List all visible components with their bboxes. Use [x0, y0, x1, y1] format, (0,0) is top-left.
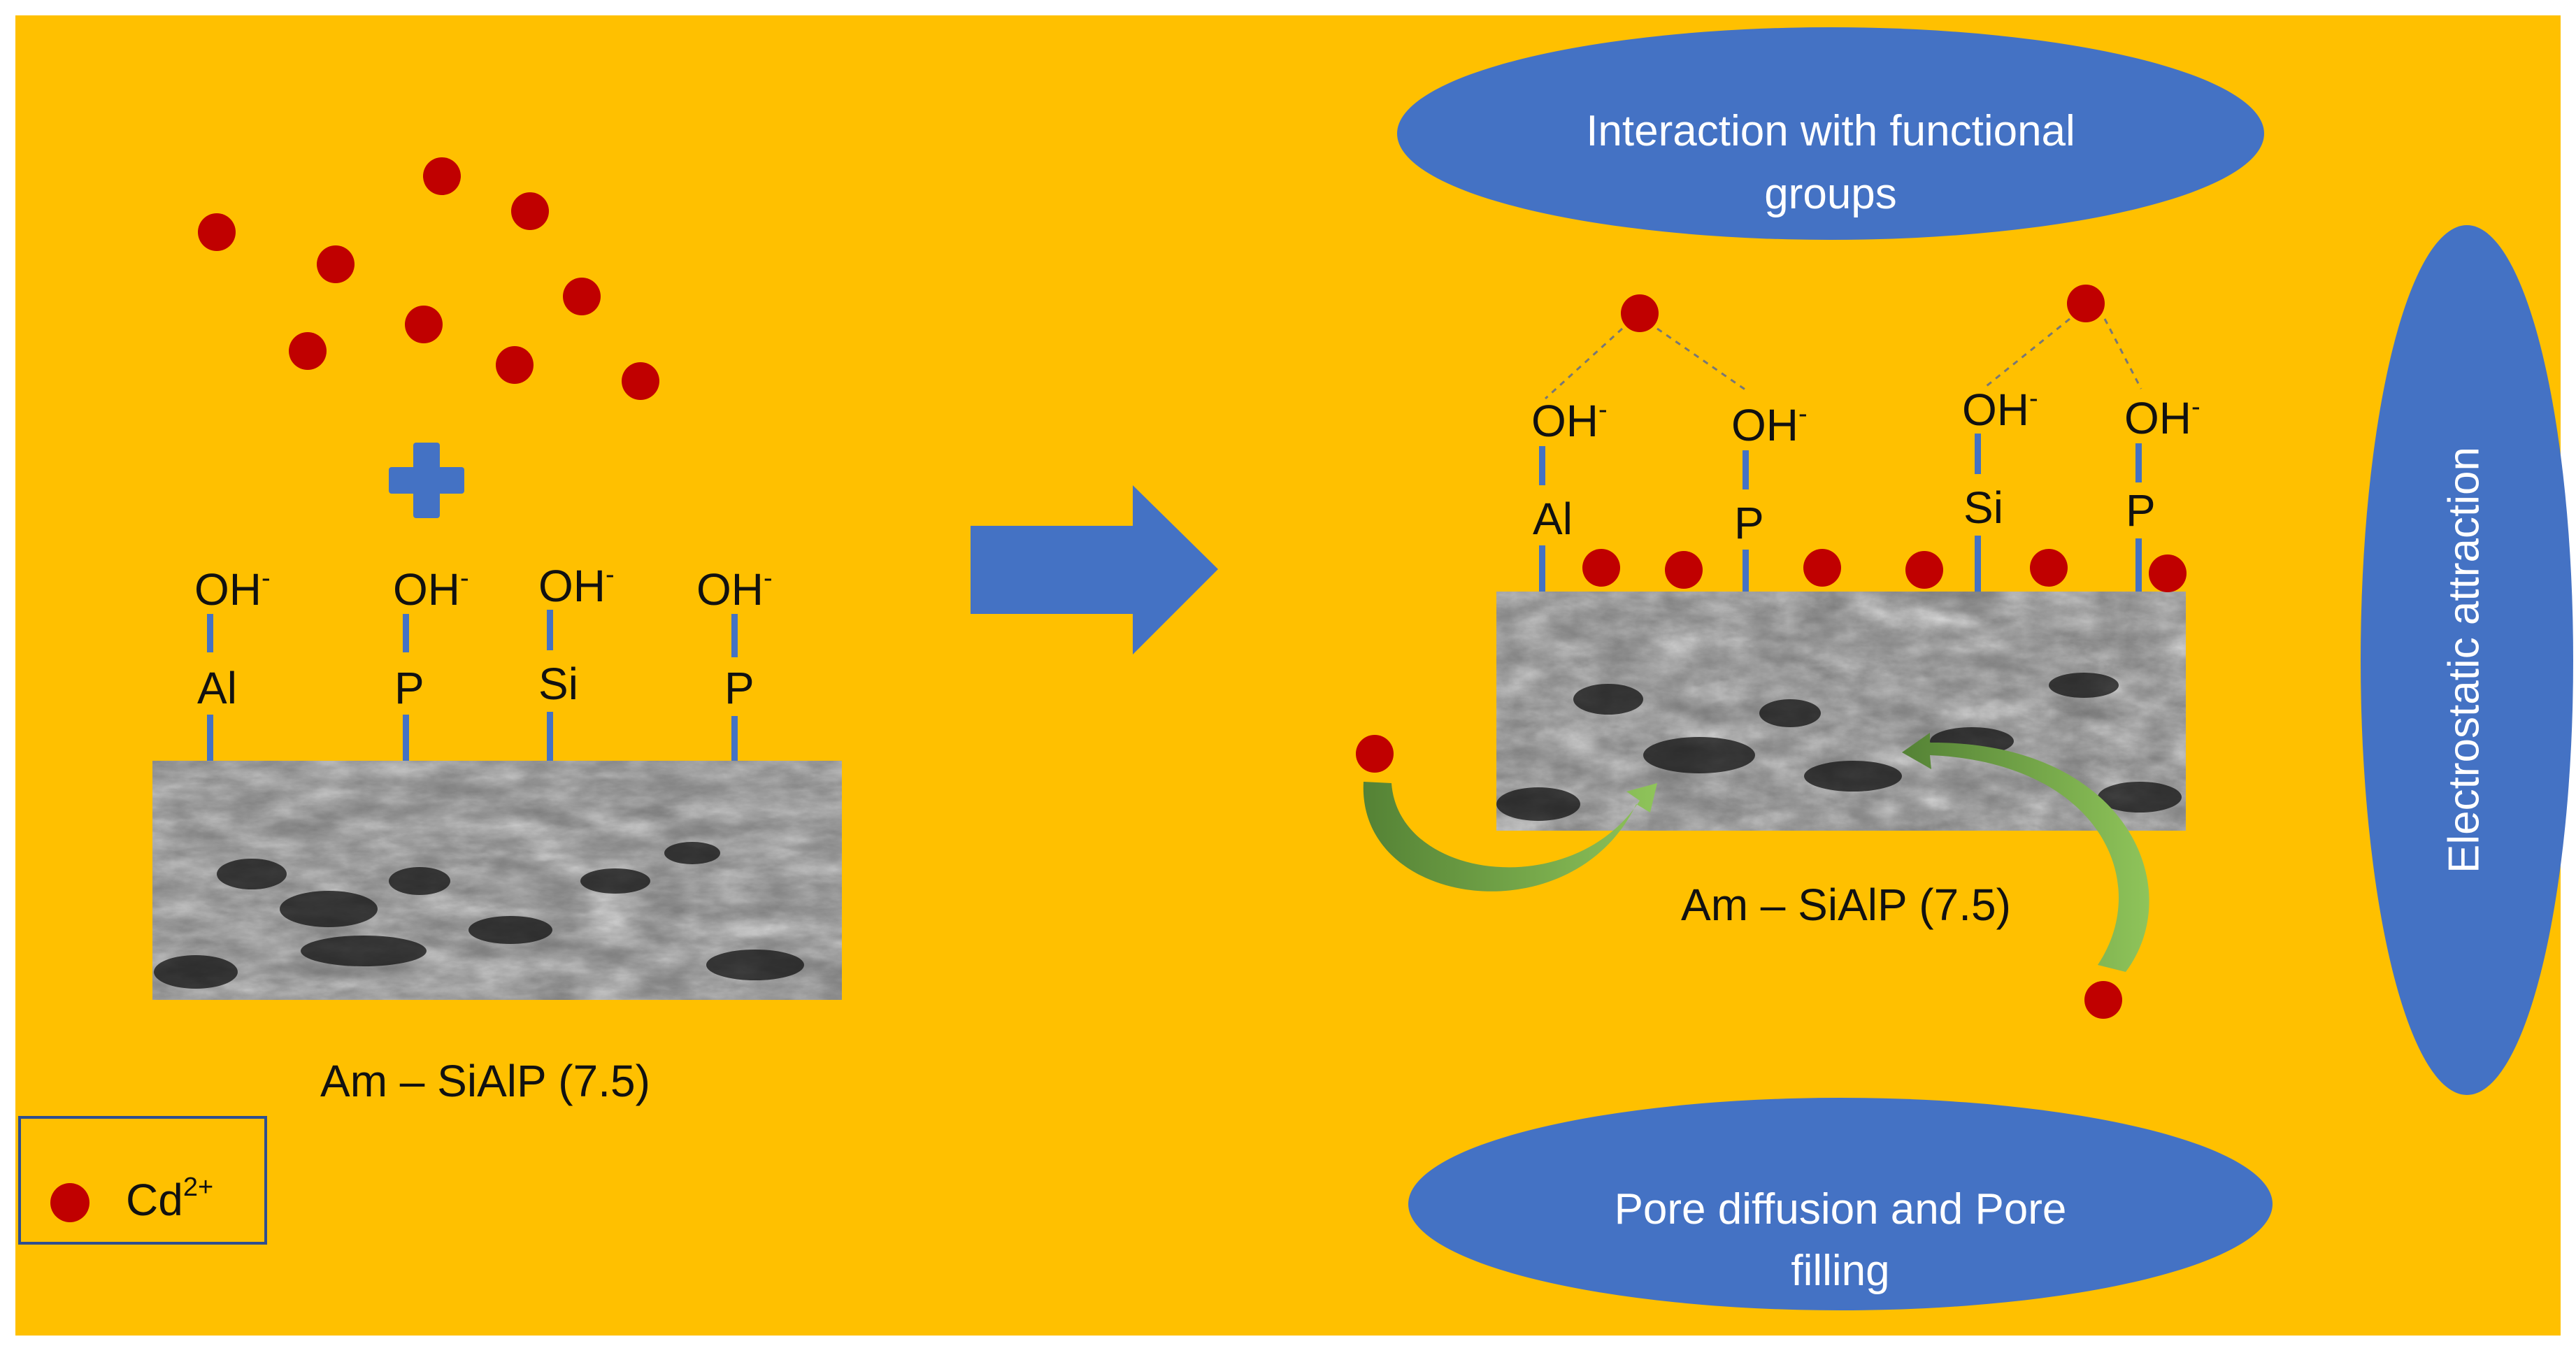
legend-box: [18, 1116, 267, 1245]
left-ion-cluster: [198, 157, 659, 400]
cadmium-ion-dot: [317, 245, 355, 283]
oh-label: OH-: [2124, 392, 2201, 443]
right-group-al: OH- Al: [1531, 395, 1608, 592]
right-ions: [1356, 285, 2187, 1019]
atom-label: Al: [1533, 494, 1573, 544]
atom-label: P: [394, 663, 424, 713]
legend-label: Cd2+: [126, 1173, 213, 1225]
ellipse-top-line2: groups: [1764, 170, 1897, 218]
ellipse-bottom-line2: filling: [1791, 1247, 1889, 1295]
left-group-si: OH- Si: [538, 560, 615, 761]
cadmium-ion-dot: [405, 306, 443, 343]
left-group-p2: OH- P: [696, 564, 773, 761]
curved-arrow-icon: [1363, 782, 1657, 892]
cadmium-ion-dot: [496, 346, 534, 384]
legend: Cd2+: [18, 1116, 267, 1245]
cadmium-ion-dot: [511, 192, 549, 230]
cadmium-ion-dot: [1803, 549, 1841, 587]
cadmium-ion-dot: [2067, 285, 2105, 322]
right-group-p: OH- P: [1731, 399, 1808, 592]
cadmium-ion-dot: [622, 362, 659, 400]
cadmium-ion-dot: [1356, 735, 1394, 773]
cadmium-ion-dot: [423, 157, 461, 195]
oh-label: OH-: [393, 564, 469, 615]
curved-arrow-icon: [1902, 733, 2149, 972]
cadmium-ion-dot: [2030, 549, 2068, 587]
cadmium-ion-dot: [1582, 549, 1620, 587]
atom-label: P: [2126, 485, 2156, 536]
cadmium-ion-dot: [2084, 981, 2122, 1019]
cadmium-ion-dot: [198, 213, 236, 251]
right-functional-groups: OH- Al OH- P OH- Si OH-: [1531, 384, 2201, 592]
cadmium-ion-dot: [2149, 554, 2187, 592]
cadmium-ion-dot: [50, 1183, 90, 1222]
plus-icon: [389, 443, 464, 518]
left-caption: Am – SiAlP (7.5): [320, 1056, 650, 1106]
left-sem-image: [152, 761, 842, 1000]
cadmium-ion-dot: [563, 278, 601, 315]
atom-label: Si: [1963, 482, 2003, 533]
oh-label: OH-: [696, 564, 773, 615]
atom-label: Si: [538, 659, 578, 709]
left-group-p: OH- P: [393, 564, 469, 761]
oh-label: OH-: [538, 560, 615, 611]
atom-label: P: [1734, 498, 1764, 548]
cadmium-ion-dot: [1665, 551, 1703, 589]
ellipse-bottom-line1: Pore diffusion and Pore: [1615, 1185, 2067, 1233]
cadmium-ion-dot: [1621, 294, 1659, 332]
oh-label: OH-: [1731, 399, 1808, 450]
right-caption: Am – SiAlP (7.5): [1681, 880, 2011, 930]
left-functional-groups: OH- Al OH- P OH- Si OH-: [194, 560, 773, 761]
left-group-al: OH- Al: [194, 564, 271, 761]
atom-label: Al: [197, 663, 237, 713]
oh-label: OH-: [194, 564, 271, 615]
oh-label: OH-: [1962, 384, 2038, 435]
coordination-bonds: [1544, 317, 2142, 400]
ellipse-pore-diffusion: Pore diffusion and Pore filling: [1408, 1098, 2273, 1310]
ellipse-functional-groups: Interaction with functional groups: [1397, 27, 2264, 240]
oh-label: OH-: [1531, 395, 1608, 446]
ellipse-top-line1: Interaction with functional: [1586, 107, 2075, 155]
ellipse-electrostatic: Electrostatic attraction: [2361, 225, 2573, 1095]
atom-label: P: [724, 663, 754, 713]
cadmium-ion-dot: [289, 332, 327, 370]
right-group-p2: OH- P: [2124, 392, 2201, 592]
arrow-right-icon: [971, 485, 1218, 654]
cadmium-ion-dot: [1905, 551, 1943, 589]
right-group-si: OH- Si: [1962, 384, 2038, 592]
ellipse-right-text: Electrostatic attraction: [2440, 447, 2488, 873]
